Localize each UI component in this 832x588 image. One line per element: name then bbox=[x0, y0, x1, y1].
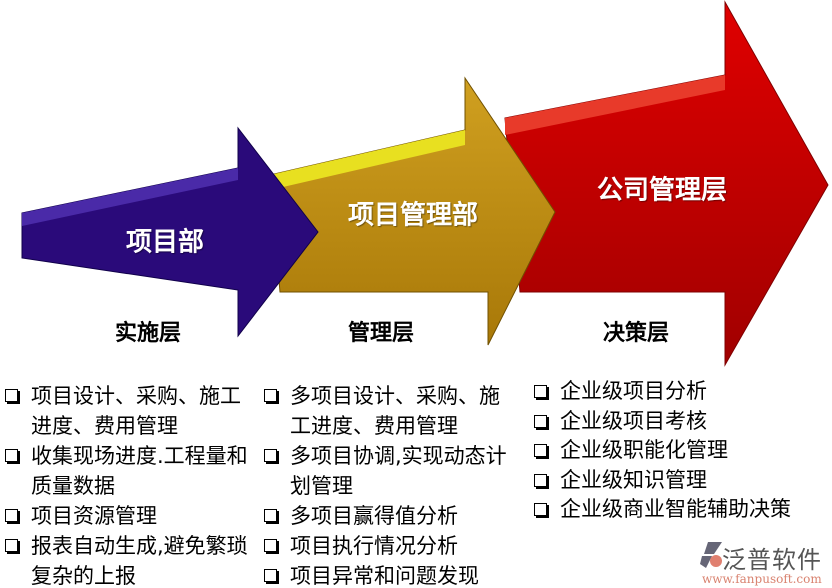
list-management: 多项目设计、采购、施工进度、费用管理 多项目协调,实现动态计划管理 多项目赢得值… bbox=[264, 381, 516, 588]
arrow-implementation-top bbox=[22, 168, 238, 226]
list-item-text: 多项目赢得值分析 bbox=[290, 504, 458, 528]
layer-label-implementation: 实施层 bbox=[114, 321, 182, 346]
list-item: 多项目赢得值分析 bbox=[264, 501, 516, 531]
checkbox-icon bbox=[534, 444, 547, 457]
checkbox-icon bbox=[264, 509, 277, 522]
list-item: 企业级知识管理 bbox=[534, 466, 832, 496]
layer-label-decision: 决策层 bbox=[602, 321, 670, 346]
list-item-text: 企业级项目考核 bbox=[560, 408, 707, 433]
list-item-text: 多项目协调,实现动态计划管理 bbox=[290, 444, 507, 498]
list-item: 多项目协调,实现动态计划管理 bbox=[264, 441, 516, 501]
logo-mark-icon bbox=[700, 542, 722, 568]
list-item-text: 项目设计、采购、施工进度、费用管理 bbox=[31, 384, 241, 438]
arrow-title-implementation: 项目部 bbox=[125, 227, 205, 258]
list-item: 企业级项目分析 bbox=[534, 377, 832, 407]
list-item-text: 企业级商业智能辅助决策 bbox=[560, 497, 791, 521]
list-item-text: 多项目设计、采购、施工进度、费用管理 bbox=[290, 384, 500, 438]
logo-name: 泛普软件 bbox=[722, 546, 822, 574]
list-implementation: 项目设计、采购、施工进度、费用管理 收集现场进度.工程量和质量数据 项目资源管理… bbox=[5, 381, 255, 588]
list-item-text: 项目执行情况分析 bbox=[290, 534, 458, 558]
checkbox-icon bbox=[264, 389, 277, 402]
list-item-text: 企业级知识管理 bbox=[560, 467, 707, 492]
checkbox-icon bbox=[534, 503, 547, 516]
checkbox-icon bbox=[5, 389, 18, 402]
arrow-decision bbox=[504, 0, 829, 367]
arrow-implementation bbox=[21, 126, 319, 338]
arrow-decision-top bbox=[505, 75, 725, 135]
list-item: 项目异常和问题发现 bbox=[264, 561, 516, 588]
checkbox-icon bbox=[534, 385, 547, 398]
list-item: 多项目设计、采购、施工进度、费用管理 bbox=[264, 381, 516, 441]
list-item-text: 报表自动生成,避免繁琐复杂的上报 bbox=[31, 534, 248, 588]
list-item: 企业级商业智能辅助决策 bbox=[534, 495, 832, 525]
list-item: 企业级职能化管理 bbox=[534, 436, 832, 466]
list-item-text: 项目资源管理 bbox=[31, 504, 157, 528]
list-item-text: 项目异常和问题发现 bbox=[290, 564, 479, 588]
checkbox-icon bbox=[264, 539, 277, 552]
checkbox-icon bbox=[534, 414, 547, 428]
list-item-text: 收集现场进度.工程量和质量数据 bbox=[31, 444, 248, 498]
checkbox-icon bbox=[5, 449, 18, 462]
list-item: 收集现场进度.工程量和质量数据 bbox=[5, 441, 255, 501]
list-item: 项目设计、采购、施工进度、费用管理 bbox=[5, 381, 255, 441]
checkbox-icon bbox=[5, 539, 18, 552]
list-item: 报表自动生成,避免繁琐复杂的上报 bbox=[5, 531, 255, 588]
list-decision: 企业级项目分析 企业级项目考核 企业级职能化管理 企业级知识管理 企业级商业智能… bbox=[534, 377, 832, 525]
arrow-title-management: 项目管理部 bbox=[347, 200, 479, 231]
list-item: 项目资源管理 bbox=[5, 501, 255, 531]
arrow-title-decision: 公司管理层 bbox=[596, 175, 728, 206]
arrow-management-top bbox=[270, 130, 465, 190]
checkbox-icon bbox=[264, 569, 277, 582]
list-item: 企业级项目考核 bbox=[534, 407, 832, 437]
checkbox-icon bbox=[5, 509, 18, 522]
arrow-management bbox=[269, 76, 556, 346]
list-item-text: 企业级项目分析 bbox=[560, 379, 707, 403]
logo-url: www.fanpusoft.com bbox=[702, 572, 822, 586]
layer-label-management: 管理层 bbox=[347, 321, 415, 346]
list-item-text: 企业级职能化管理 bbox=[560, 438, 728, 462]
checkbox-icon bbox=[264, 449, 277, 462]
checkbox-icon bbox=[534, 473, 547, 487]
list-item: 项目执行情况分析 bbox=[264, 531, 516, 561]
